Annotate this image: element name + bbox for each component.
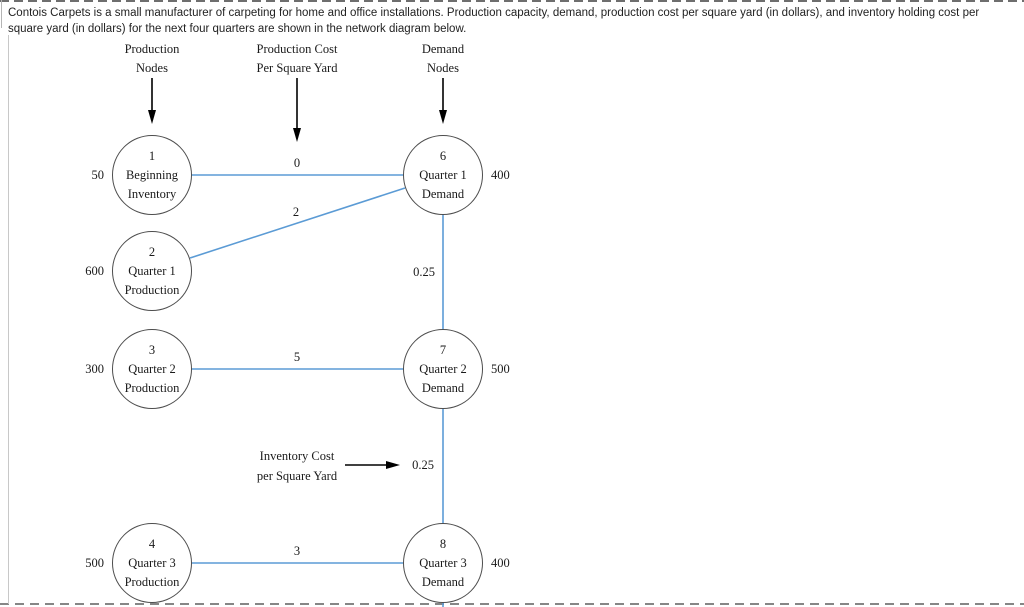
node-2-quarter1-production: 2 Quarter 1 Production <box>112 231 192 311</box>
column-header-production-nodes: Production Nodes <box>62 40 242 78</box>
node-8-quarter3-demand: 8 Quarter 3 Demand <box>403 523 483 603</box>
node-label-line2: Demand <box>421 574 465 589</box>
node-number: 1 <box>148 148 156 163</box>
node-3-quarter2-production: 3 Quarter 2 Production <box>112 329 192 409</box>
node-label-line1: Quarter 1 <box>419 167 467 182</box>
header-line: Nodes <box>427 61 459 75</box>
edge-cost-label-6-7: 0.25 <box>413 265 435 279</box>
inventory-cost-legend: Inventory Cost per Square Yard <box>217 446 377 486</box>
demand-nodes-arrow-icon <box>439 78 447 124</box>
edge-cost-label-3-7: 5 <box>293 350 301 364</box>
edge-cost-label-2-6: 2 <box>292 205 300 219</box>
supply-label-node-4: 500 <box>85 556 104 570</box>
production-nodes-arrow-icon <box>148 78 156 124</box>
node-label-line2: Demand <box>421 186 465 201</box>
node-number: 4 <box>148 536 156 551</box>
node-label-line1: Beginning <box>125 167 179 182</box>
node-label-line2: Production <box>124 574 180 589</box>
legend-line2: per Square Yard <box>256 469 338 483</box>
header-line: Per Square Yard <box>256 61 338 75</box>
node-label-line1: Quarter 2 <box>128 361 176 376</box>
node-label-line2: Production <box>124 282 180 297</box>
edge-cost-label-4-8: 3 <box>293 544 301 558</box>
node-label-line1: Quarter 3 <box>128 555 176 570</box>
header-line: Demand <box>421 42 465 56</box>
node-label-line1: Quarter 3 <box>419 555 467 570</box>
demand-label-node-8: 400 <box>491 556 510 570</box>
supply-label-node-3: 300 <box>85 362 104 376</box>
legend-arrow-icon <box>345 461 400 469</box>
demand-label-node-6: 400 <box>491 168 510 182</box>
node-label-line1: Quarter 2 <box>419 361 467 376</box>
node-1-beginning-inventory: 1 Beginning Inventory <box>112 135 192 215</box>
node-6-quarter1-demand: 6 Quarter 1 Demand <box>403 135 483 215</box>
column-header-demand-nodes: Demand Nodes <box>353 40 533 78</box>
node-7-quarter2-demand: 7 Quarter 2 Demand <box>403 329 483 409</box>
legend-line1: Inventory Cost <box>259 449 335 463</box>
node-label-line1: Quarter 1 <box>128 263 176 278</box>
header-line: Production Cost <box>256 42 338 56</box>
edge-2-6 <box>189 187 406 259</box>
production-cost-arrow-icon <box>293 78 301 142</box>
node-label-line2: Demand <box>421 380 465 395</box>
supply-label-node-2: 600 <box>85 264 104 278</box>
edge-cost-label-7-8: 0.25 <box>412 458 434 472</box>
node-number: 2 <box>148 244 156 259</box>
problem-statement: Contois Carpets is a small manufacturer … <box>8 7 980 35</box>
node-number: 6 <box>439 148 447 163</box>
node-4-quarter3-production: 4 Quarter 3 Production <box>112 523 192 603</box>
column-header-production-cost: Production Cost Per Square Yard <box>207 40 387 78</box>
node-number: 8 <box>439 536 447 551</box>
edge-cost-label-1-6: 0 <box>293 156 301 170</box>
node-label-line2: Production <box>124 380 180 395</box>
header-line: Production <box>124 42 180 56</box>
supply-label-node-1: 50 <box>91 168 105 182</box>
demand-label-node-7: 500 <box>491 362 510 376</box>
header-line: Nodes <box>136 61 168 75</box>
node-label-line2: Inventory <box>127 186 177 201</box>
node-number: 7 <box>439 342 447 357</box>
node-number: 3 <box>148 342 156 357</box>
